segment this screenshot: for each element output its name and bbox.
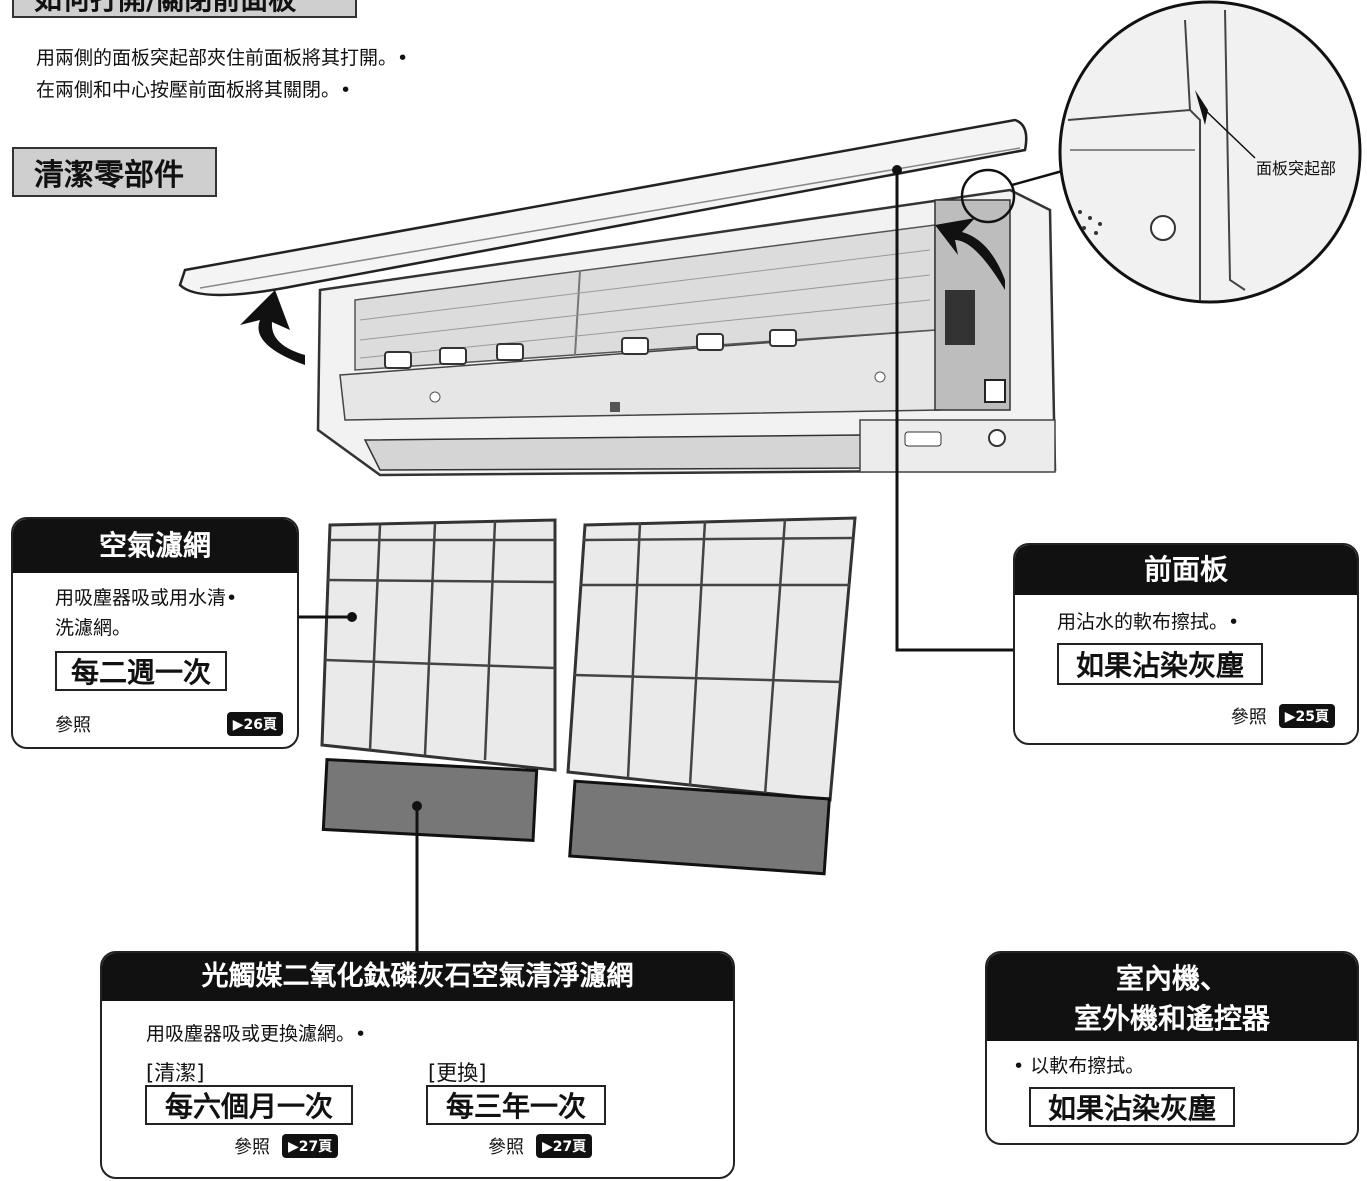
card-photocatalyst-clean-frequency: 每六個月一次 — [145, 1085, 353, 1125]
panel-protrusion-magnifier — [1058, 0, 1362, 304]
card-air-filter-desc-line1: 用吸塵器吸或用水清• — [55, 587, 238, 609]
card-front-panel-title: 前面板 — [1015, 545, 1357, 595]
card-photocatalyst-clean-ref-page[interactable]: ▶27頁 — [282, 1134, 339, 1158]
indoor-unit — [316, 188, 1057, 477]
panel-protrusion-label: 面板突起部 — [1256, 159, 1336, 178]
card-photocatalyst-title: 光觸媒二氧化鈦磷灰石空氣清淨濾網 — [102, 953, 733, 1001]
card-air-filter-frequency: 每二週一次 — [55, 651, 227, 691]
intro-line-1: 用兩側的面板突起部夾住前面板將其打開。• — [36, 47, 409, 69]
card-air-filter-title: 空氣濾網 — [13, 519, 297, 573]
front-panel-lifted — [178, 118, 1028, 297]
card-air-filter: 空氣濾網 用吸塵器吸或用水清• 洗濾網。 每二週一次 參照 ▶26頁 — [11, 517, 299, 749]
card-front-panel-ref: 參照 ▶25頁 — [1231, 703, 1335, 729]
photocatalyst-filter-left — [321, 757, 539, 843]
card-photocatalyst-clean-ref-label: 參照 — [234, 1137, 270, 1158]
card-front-panel-desc: 用沾水的軟布擦拭。• — [1057, 611, 1240, 633]
section-heading-text: 清潔零部件 — [34, 158, 184, 193]
card-units-desc: • 以軟布擦拭。 — [1013, 1055, 1145, 1077]
card-front-panel: 前面板 用沾水的軟布擦拭。• 如果沾染灰塵 參照 ▶25頁 — [1013, 543, 1359, 745]
photocatalyst-filter-right — [568, 779, 831, 876]
card-air-filter-ref-page[interactable]: ▶26頁 — [226, 712, 283, 736]
card-front-panel-ref-label: 參照 — [1230, 707, 1267, 728]
lift-arrow-left — [240, 290, 305, 365]
card-photocatalyst-replace-label: [更換] — [428, 1061, 487, 1085]
intro-line-2: 在兩側和中心按壓前面板將其關閉。• — [36, 79, 352, 101]
card-units-remote: 室內機、 室外機和遙控器 • 以軟布擦拭。 如果沾染灰塵 — [985, 951, 1359, 1145]
card-photocatalyst-replace-ref-label: 參照 — [488, 1137, 524, 1158]
card-photocatalyst-replace-ref-page[interactable]: ▶27頁 — [536, 1134, 593, 1158]
card-air-filter-desc-line2: 洗濾網。 — [55, 617, 132, 639]
intro-text: 用兩側的面板突起部夾住前面板將其打開。• 在兩側和中心按壓前面板將其關閉。• — [36, 42, 408, 106]
card-photocatalyst-replace-frequency: 每三年一次 — [426, 1085, 606, 1125]
card-units-frequency: 如果沾染灰塵 — [1029, 1087, 1235, 1127]
card-units-title: 室內機、 室外機和遙控器 — [987, 953, 1357, 1041]
card-photocatalyst-filter: 光觸媒二氧化鈦磷灰石空氣清淨濾網 用吸塵器吸或更換濾網。• [清潔] 每六個月一… — [100, 951, 735, 1179]
card-photocatalyst-desc: 用吸塵器吸或更換濾網。• — [146, 1023, 367, 1045]
card-photocatalyst-replace-ref: 參照 ▶27頁 — [488, 1133, 593, 1159]
section-heading-cleaning: 清潔零部件 — [12, 147, 217, 197]
card-units-title-line1: 室內機、 — [1115, 962, 1228, 995]
card-front-panel-ref-page[interactable]: ▶25頁 — [1278, 704, 1335, 728]
card-units-title-line2: 室外機和遙控器 — [1073, 1002, 1270, 1035]
card-air-filter-ref-label: 參照 — [55, 715, 91, 736]
card-air-filter-desc: 用吸塵器吸或用水清• 洗濾網。 — [55, 583, 237, 643]
page-heading-text: 如何打開/關閉前面板 — [34, 0, 296, 18]
lift-arrow-right — [935, 218, 1005, 290]
card-front-panel-frequency: 如果沾染灰塵 — [1057, 643, 1263, 685]
card-photocatalyst-clean-label: [清潔] — [146, 1061, 205, 1085]
air-filter-left — [320, 518, 557, 772]
card-air-filter-ref: 參照 ▶26頁 — [55, 711, 283, 737]
page-heading-open-close: 如何打開/關閉前面板 — [12, 0, 357, 18]
card-photocatalyst-clean-ref: 參照 ▶27頁 — [234, 1133, 339, 1159]
air-filter-right — [566, 516, 857, 802]
